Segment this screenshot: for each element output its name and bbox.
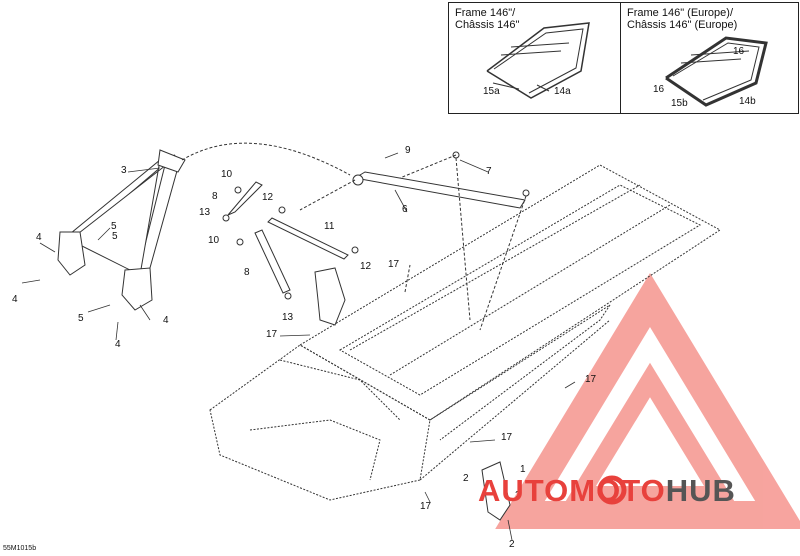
callout-17: 17 bbox=[501, 432, 513, 443]
callout-13: 13 bbox=[199, 207, 211, 218]
frame-rails-illustration bbox=[486, 22, 590, 99]
callout-3: 3 bbox=[121, 165, 127, 176]
mid-bracket bbox=[314, 267, 346, 326]
upper-tube bbox=[352, 151, 530, 209]
callout-4: 4 bbox=[12, 294, 18, 305]
assembly-leader bbox=[181, 142, 351, 176]
label-14a: 14a bbox=[554, 86, 571, 97]
callout-10: 10 bbox=[221, 169, 233, 180]
callout-9: 9 bbox=[405, 145, 411, 156]
watermark-part1: AUTOMOTO bbox=[478, 473, 666, 508]
callout-10: 10 bbox=[208, 235, 220, 246]
inset-title: Frame 146"/ Châssis 146" bbox=[455, 7, 520, 31]
watermark-text: AUTOMOTOHUB bbox=[478, 473, 736, 509]
callout-17: 17 bbox=[266, 329, 278, 340]
watermark-logo-triangle bbox=[495, 272, 800, 529]
callout-4: 4 bbox=[163, 315, 169, 326]
callout-13: 13 bbox=[282, 312, 294, 323]
watermark-part2: HUB bbox=[665, 473, 736, 508]
callout-4: 4 bbox=[115, 339, 121, 350]
callout-17: 17 bbox=[388, 259, 400, 270]
support-rods bbox=[222, 181, 359, 300]
callout-17: 17 bbox=[420, 501, 432, 512]
callout-5: 5 bbox=[111, 221, 117, 232]
callout-8: 8 bbox=[212, 191, 218, 202]
label-16-left: 16 bbox=[653, 84, 665, 95]
label-15a: 15a bbox=[483, 86, 500, 97]
front-bracket bbox=[481, 461, 511, 521]
watermark-wheel-icon bbox=[597, 475, 627, 505]
callout-17: 17 bbox=[585, 374, 597, 385]
callout-6: 6 bbox=[402, 204, 408, 215]
callout-2: 2 bbox=[509, 539, 515, 550]
callout-12: 12 bbox=[360, 261, 372, 272]
label-15b: 15b bbox=[671, 98, 688, 109]
inset-frame-146: Frame 146"/ Châssis 146" 15a 14a bbox=[448, 2, 622, 114]
chassis-tunnel bbox=[209, 164, 721, 501]
callout-7: 7 bbox=[486, 166, 492, 177]
callout-5: 5 bbox=[78, 313, 84, 324]
callout-4: 4 bbox=[36, 232, 42, 243]
callout-2: 2 bbox=[515, 490, 521, 501]
callout-12: 12 bbox=[262, 192, 274, 203]
label-16-top: 16 bbox=[733, 46, 745, 57]
inset-frame-146-europe: Frame 146" (Europe)/ Châssis 146" (Europ… bbox=[620, 2, 799, 114]
dashed-leaders bbox=[299, 154, 527, 331]
callout-11: 11 bbox=[324, 221, 335, 232]
callout-1: 1 bbox=[520, 464, 526, 475]
steering-support-tripod bbox=[57, 149, 186, 311]
callout-5: 5 bbox=[112, 231, 118, 242]
document-id: 55M1015b bbox=[3, 545, 37, 552]
callout-leaders bbox=[21, 152, 576, 541]
callout-8: 8 bbox=[244, 267, 250, 278]
inset-title: Frame 146" (Europe)/ Châssis 146" (Europ… bbox=[627, 7, 738, 31]
label-14b: 14b bbox=[739, 96, 756, 107]
frame-rails-europe-illustration bbox=[665, 36, 768, 107]
callout-2: 2 bbox=[463, 473, 469, 484]
